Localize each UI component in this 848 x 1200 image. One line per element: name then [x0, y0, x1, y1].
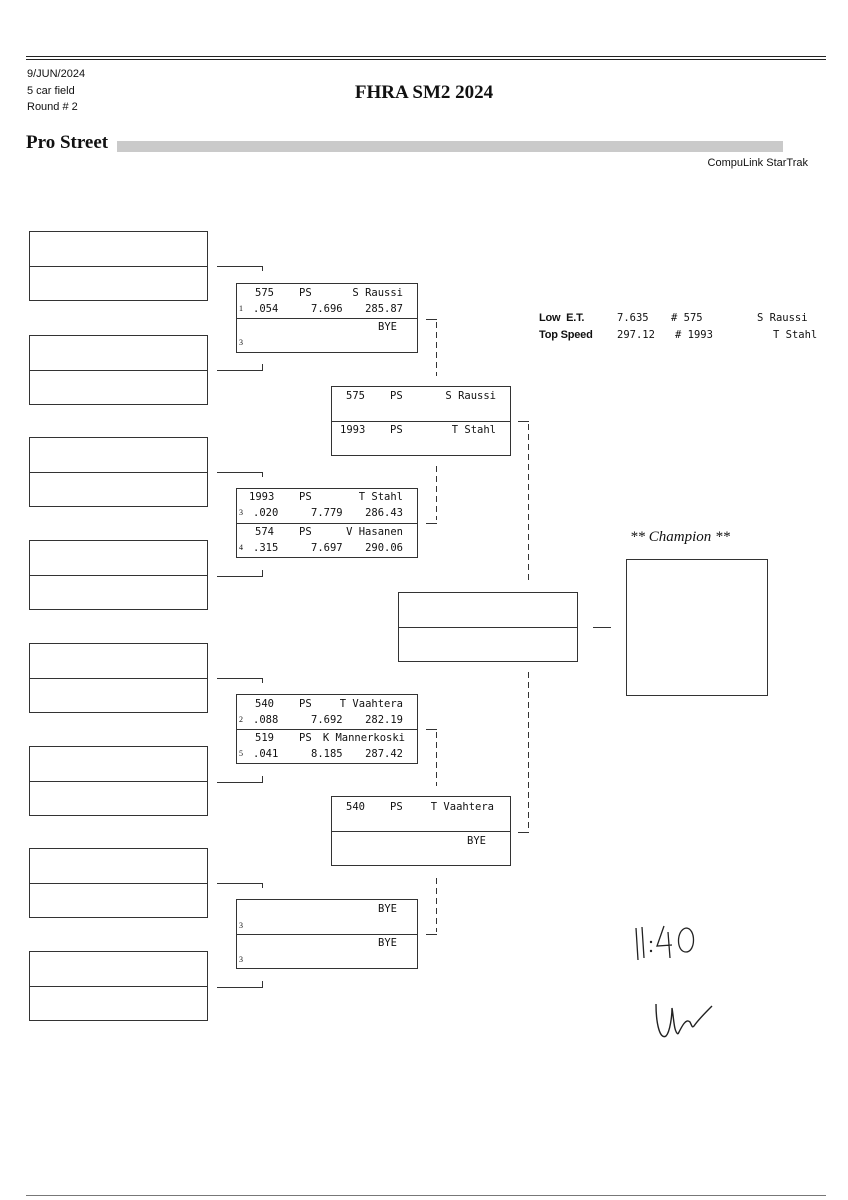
lane-number: 4	[239, 543, 243, 552]
car-class: PS	[390, 801, 403, 813]
pair-box-2: 1993 PS T Stahl 3 .020 7.779 286.43 574 …	[236, 488, 418, 558]
champion-label: ** Champion **	[630, 529, 731, 545]
driver-name: T Vaahtera	[339, 698, 403, 710]
lane-number: 3	[239, 338, 243, 347]
qual-box-8	[29, 951, 208, 1021]
car-class: PS	[299, 287, 312, 299]
lane-number: 1	[239, 304, 243, 313]
car-number: 1993	[249, 491, 275, 503]
car-class: PS	[299, 732, 312, 744]
driver-name: BYE	[378, 903, 397, 915]
handwritten-time	[635, 925, 695, 961]
event-title: FHRA SM2 2024	[354, 82, 494, 103]
trap-speed: 287.42	[365, 748, 403, 760]
round-number: Round # 2	[27, 101, 78, 113]
car-class: PS	[390, 424, 403, 436]
driver-name: V Hasanen	[346, 526, 403, 538]
car-class: PS	[299, 526, 312, 538]
qual-box-2	[29, 335, 208, 405]
low-et-car: # 575	[671, 312, 703, 324]
qual-box-7	[29, 848, 208, 918]
dotted-banner	[117, 141, 783, 152]
driver-name: T Stahl	[358, 491, 403, 503]
car-number: 1993	[340, 424, 366, 436]
driver-name: S Raussi	[445, 390, 496, 402]
qual-box-5	[29, 643, 208, 713]
qual-box-4	[29, 540, 208, 610]
lane-number: 2	[239, 715, 243, 724]
final-box	[398, 592, 578, 662]
low-et-driver: S Raussi	[757, 312, 808, 324]
bottom-rule	[26, 1195, 826, 1196]
driver-name: S Raussi	[352, 287, 403, 299]
trap-speed: 290.06	[365, 542, 403, 554]
reaction-time: .088	[253, 714, 279, 726]
car-class: PS	[299, 698, 312, 710]
car-number: 575	[255, 287, 274, 299]
reaction-time: .020	[253, 507, 279, 519]
driver-name: BYE	[378, 937, 397, 949]
top-rule-2	[26, 59, 826, 60]
top-speed-label: Top Speed	[539, 329, 593, 341]
car-number: 575	[346, 390, 365, 402]
field-size: 5 car field	[27, 85, 75, 97]
lane-number: 3	[239, 508, 243, 517]
semi-box-2: 540 PS T Vaahtera BYE	[331, 796, 511, 866]
trap-speed: 285.87	[365, 303, 403, 315]
driver-name: BYE	[378, 321, 397, 333]
pair-box-3: 540 PS T Vaahtera 2 .088 7.692 282.19 51…	[236, 694, 418, 764]
top-rule	[26, 56, 826, 57]
lane-number: 3	[239, 921, 243, 930]
trap-speed: 286.43	[365, 507, 403, 519]
car-class: PS	[299, 491, 312, 503]
elapsed-time: 7.779	[311, 507, 343, 519]
elapsed-time: 8.185	[311, 748, 343, 760]
lane-number: 3	[239, 955, 243, 964]
top-speed-car: # 1993	[675, 329, 713, 341]
reaction-time: .315	[253, 542, 279, 554]
elapsed-time: 7.697	[311, 542, 343, 554]
low-et-value: 7.635	[617, 312, 649, 324]
event-date: 9/JUN/2024	[27, 68, 86, 80]
elapsed-time: 7.692	[311, 714, 343, 726]
driver-name: K Mannerkoski	[322, 732, 405, 744]
pair-box-1: 575 PS S Raussi 1 .054 7.696 285.87 BYE …	[236, 283, 418, 353]
elapsed-time: 7.696	[311, 303, 343, 315]
top-speed-value: 297.12	[617, 329, 655, 341]
trap-speed: 282.19	[365, 714, 403, 726]
semi-box-1: 575 PS S Raussi 1993 PS T Stahl	[331, 386, 511, 456]
car-number: 540	[346, 801, 365, 813]
driver-name: BYE	[467, 835, 486, 847]
reaction-time: .054	[253, 303, 279, 315]
car-class: PS	[390, 390, 403, 402]
pair-box-4: BYE 3 BYE 3	[236, 899, 418, 969]
top-speed-driver: T Stahl	[773, 329, 818, 341]
champion-box	[626, 559, 768, 696]
qual-box-1	[29, 231, 208, 301]
car-number: 574	[255, 526, 274, 538]
qual-box-3	[29, 437, 208, 507]
low-et-label: Low E.T.	[539, 312, 585, 324]
car-number: 519	[255, 732, 274, 744]
driver-name: T Vaahtera	[430, 801, 494, 813]
handwritten-initials	[655, 1003, 713, 1038]
driver-name: T Stahl	[451, 424, 496, 436]
qual-box-6	[29, 746, 208, 816]
lane-number: 5	[239, 749, 243, 758]
car-number: 540	[255, 698, 274, 710]
reaction-time: .041	[253, 748, 279, 760]
class-name: Pro Street	[26, 132, 109, 153]
software-brand: CompuLink StarTrak	[707, 157, 808, 169]
